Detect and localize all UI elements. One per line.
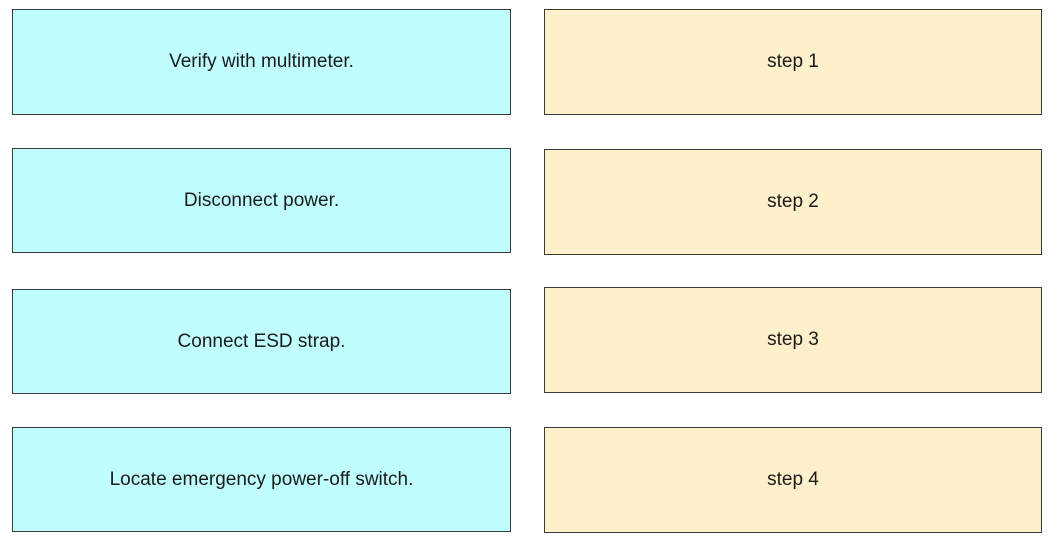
drop-target-step-4[interactable]: step 4 — [544, 427, 1042, 533]
drag-item-label: Connect ESD strap. — [177, 330, 346, 352]
drag-item-label: Verify with multimeter. — [169, 51, 354, 72]
drop-target-label: step 2 — [767, 191, 819, 212]
drop-target-step-1[interactable]: step 1 — [544, 9, 1042, 115]
drop-target-label: step 3 — [767, 329, 819, 350]
drop-target-label: step 4 — [767, 469, 819, 490]
drop-target-step-2[interactable]: step 2 — [544, 149, 1042, 255]
drag-item-label: Locate emergency power-off switch. — [109, 468, 414, 490]
drag-item-locate-emergency-switch[interactable]: Locate emergency power-off switch. — [12, 427, 511, 532]
drag-item-verify-multimeter[interactable]: Verify with multimeter. — [12, 9, 511, 115]
drop-target-step-3[interactable]: step 3 — [544, 287, 1042, 393]
drag-item-label: Disconnect power. — [183, 189, 340, 211]
drop-target-label: step 1 — [767, 51, 819, 72]
drag-item-disconnect-power[interactable]: Disconnect power. — [12, 148, 511, 253]
drag-item-connect-esd-strap[interactable]: Connect ESD strap. — [12, 289, 511, 394]
